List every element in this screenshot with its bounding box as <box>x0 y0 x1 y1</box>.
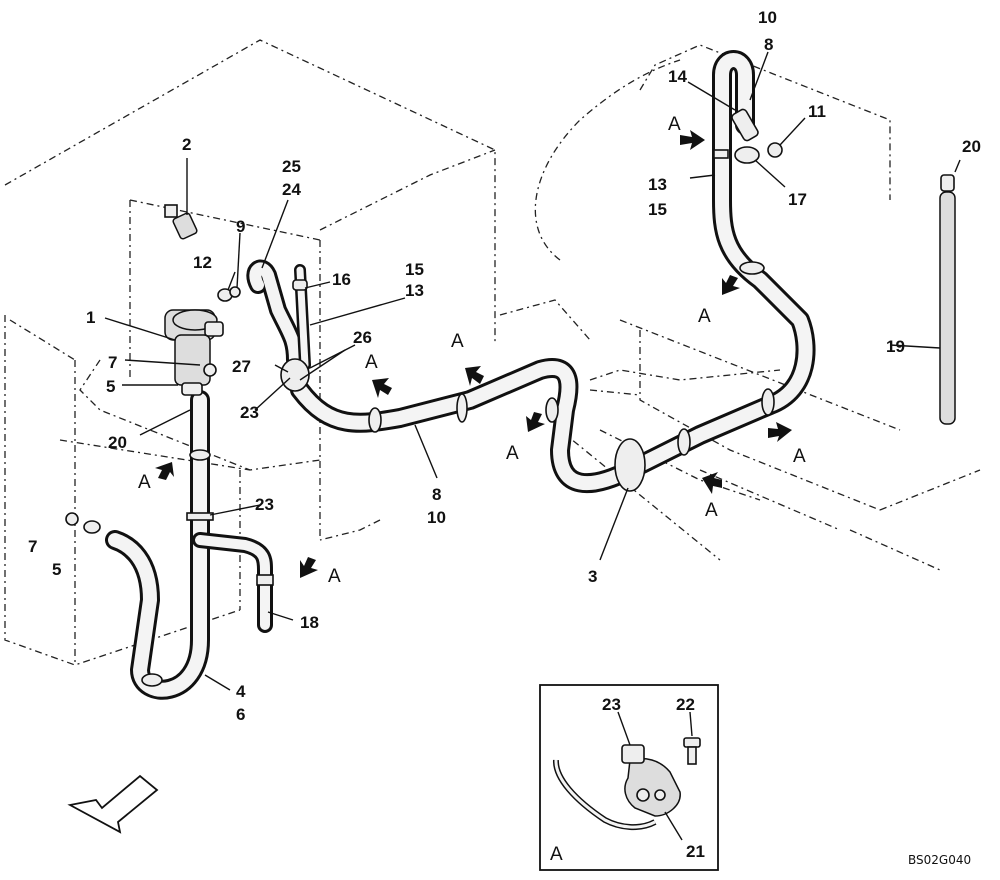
ref-a-1: A <box>668 114 681 135</box>
direction-arrow-icon <box>67 774 159 834</box>
callout-23-detail: 23 <box>602 695 621 714</box>
leader-lines <box>104 51 961 691</box>
callout-8-mid: 8 <box>432 485 441 504</box>
callout-25: 25 <box>282 157 301 176</box>
callout-27: 27 <box>232 357 251 376</box>
callout-15-mid: 15 <box>405 260 424 279</box>
callout-3: 3 <box>588 567 597 586</box>
filter-assembly <box>164 309 224 396</box>
callout-7-lower: 7 <box>28 537 37 556</box>
callout-9: 9 <box>236 217 245 236</box>
bolt-2 <box>164 204 198 240</box>
view-a-arrow-icon <box>155 130 792 578</box>
callout-8-top: 8 <box>764 35 773 54</box>
callout-7-upper: 7 <box>108 353 117 372</box>
callout-10-mid: 10 <box>427 508 446 527</box>
ref-a-2: A <box>698 306 711 327</box>
ref-a-9: A <box>328 566 341 587</box>
callout-21: 21 <box>686 842 705 861</box>
drawing-code: BS02G040 <box>908 853 971 867</box>
callout-11: 11 <box>808 102 826 121</box>
machine-outline <box>4 39 981 666</box>
callout-19: 19 <box>886 337 905 356</box>
callout-23-upper: 23 <box>240 403 259 422</box>
callout-17: 17 <box>788 190 807 209</box>
callout-20-right: 20 <box>962 137 981 156</box>
callout-26: 26 <box>353 328 372 347</box>
ref-a-7: A <box>793 446 806 467</box>
callout-14: 14 <box>668 67 687 86</box>
callout-2: 2 <box>182 135 191 154</box>
callout-labels: 2 1 7 5 20 12 9 25 24 16 15 13 26 27 23 … <box>28 8 981 724</box>
callout-22: 22 <box>676 695 695 714</box>
callout-23-lower: 23 <box>255 495 274 514</box>
callout-18: 18 <box>300 613 319 632</box>
ref-a-3: A <box>138 472 151 493</box>
view-a-labels: A A A A A A A A A <box>138 114 806 587</box>
ref-a-8: A <box>705 500 718 521</box>
callout-13-top: 13 <box>648 175 667 194</box>
detail-view-letter: A <box>550 844 563 865</box>
callout-5-lower: 5 <box>52 560 61 579</box>
detail-view-a: 23 22 21 A <box>539 684 719 871</box>
ref-a-5: A <box>451 331 464 352</box>
hose-19 <box>939 174 956 425</box>
callout-16: 16 <box>332 270 351 289</box>
ref-a-4: A <box>365 352 378 373</box>
callout-12: 12 <box>193 253 212 272</box>
callout-10-top: 10 <box>758 8 777 27</box>
small-fittings <box>65 108 783 687</box>
callout-15-top: 15 <box>648 200 667 219</box>
clamps <box>368 261 775 492</box>
callout-5-upper: 5 <box>106 377 115 396</box>
ref-a-6: A <box>506 443 519 464</box>
callout-6: 6 <box>236 705 245 724</box>
callout-20-left: 20 <box>108 433 127 452</box>
lower-hose <box>105 390 273 700</box>
callout-13-mid: 13 <box>405 281 424 300</box>
callout-4: 4 <box>236 682 246 701</box>
callout-1: 1 <box>86 308 95 327</box>
callout-24: 24 <box>282 180 301 199</box>
